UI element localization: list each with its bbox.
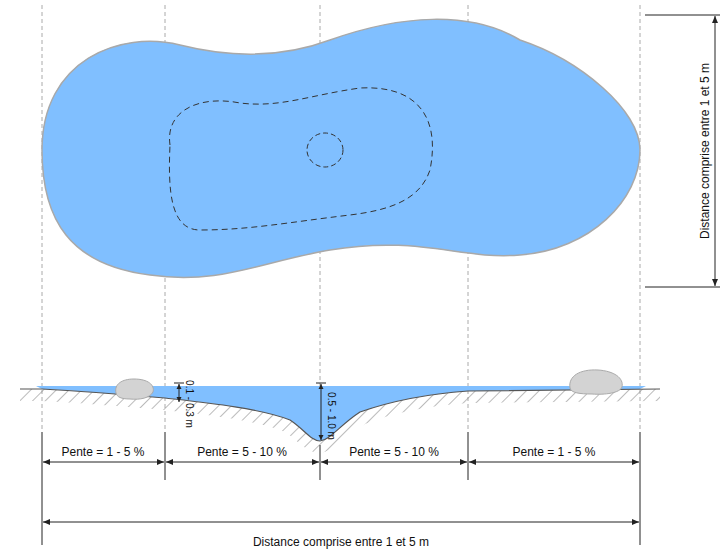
slope-label: Pente = 1 - 5 % <box>59 445 146 459</box>
slope-label: Pente = 5 - 10 % <box>195 445 289 459</box>
slope-label: Pente = 5 - 10 % <box>347 445 441 459</box>
depth-contour <box>169 88 432 230</box>
deep-contour <box>307 133 343 167</box>
dimension-label: Distance comprise entre 1 et 5 m <box>251 535 431 549</box>
slope-dimension <box>42 432 640 545</box>
divider-lines <box>42 5 640 430</box>
pond-plan <box>42 19 640 277</box>
depth-dimension <box>174 383 326 440</box>
dimension-label: Distance comprise entre 1 et 5 m <box>698 61 712 241</box>
slope-label: Pente = 1 - 5 % <box>510 445 597 459</box>
width-dimension <box>645 15 720 287</box>
rock <box>570 370 622 394</box>
depth-label: 0.5 - 1.0 m <box>324 390 338 442</box>
ground-line <box>20 389 660 441</box>
depth-label: 0.1 - 0.3 m <box>182 378 196 430</box>
rock <box>116 379 154 399</box>
